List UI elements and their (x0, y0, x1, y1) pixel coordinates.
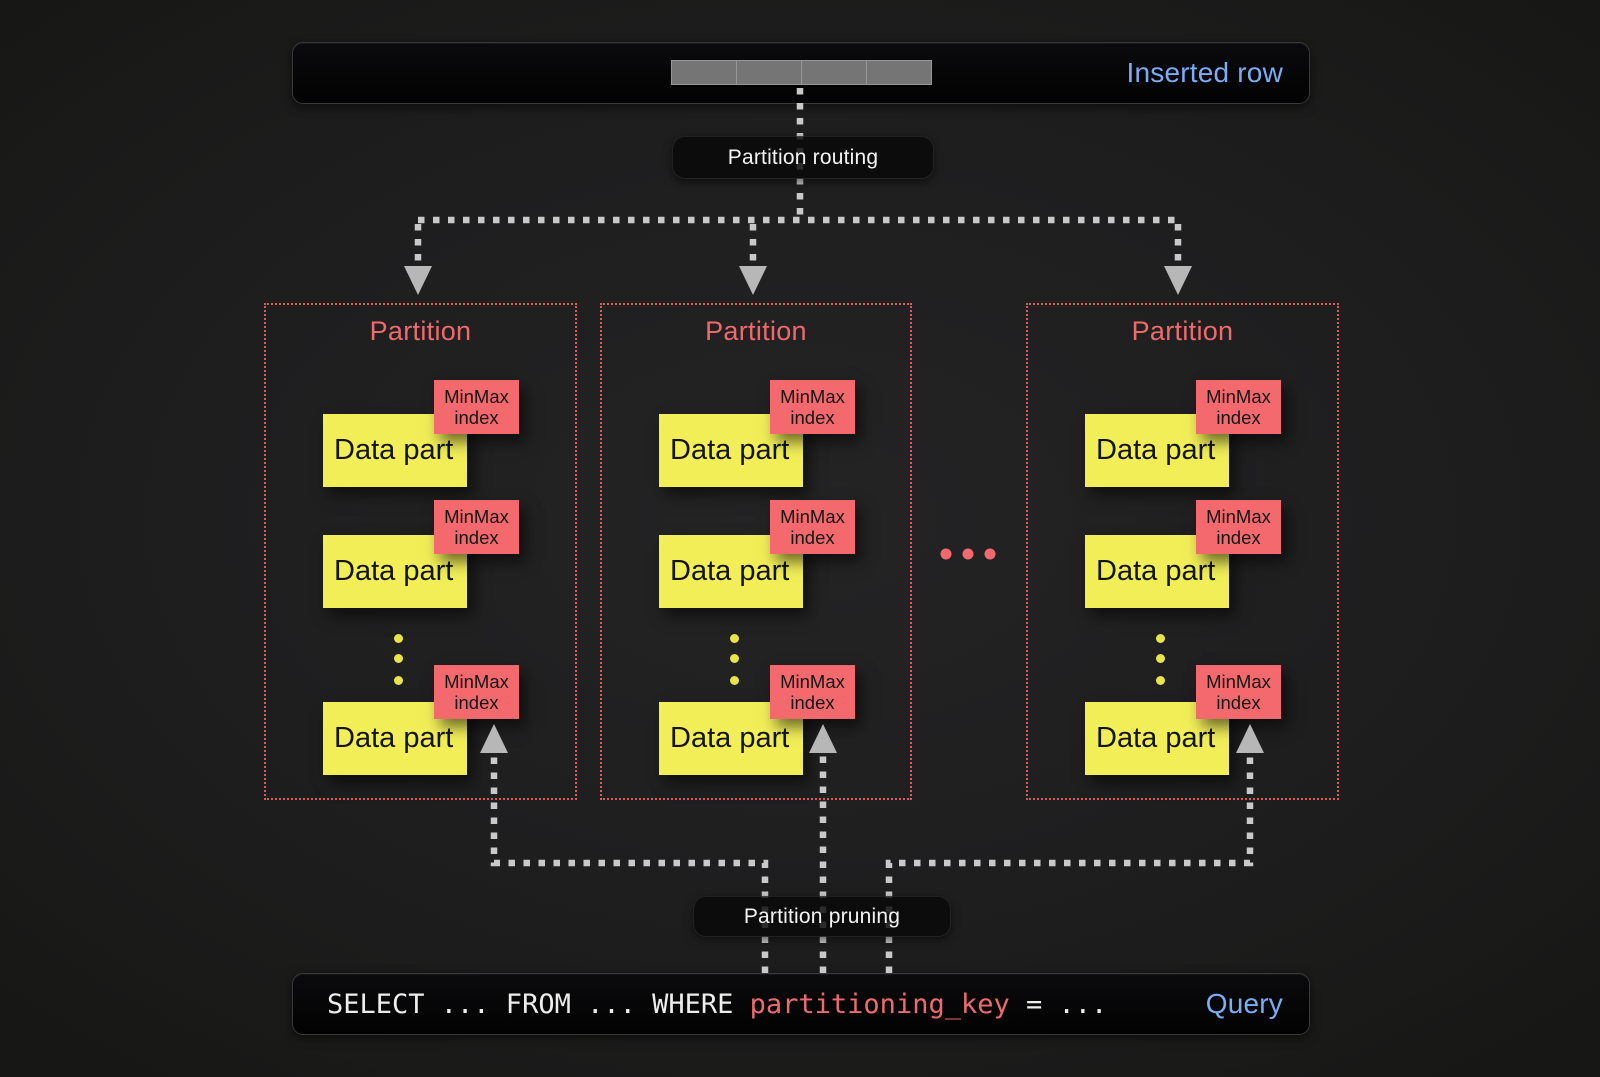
more-parts-dot (1156, 634, 1165, 643)
inserted-row-label: Inserted row (1126, 57, 1283, 88)
partition-box-2: Partition MinMax index Data part MinMax … (600, 303, 912, 800)
minmax-index-badge: MinMax index (770, 380, 855, 434)
minmax-index-badge: MinMax index (1196, 500, 1281, 554)
inserted-row-bar: Inserted row (292, 42, 1310, 104)
sql-prefix: SELECT ... FROM ... WHERE (327, 988, 750, 1020)
partition-pruning-label: Partition pruning (693, 896, 951, 937)
more-parts-dot (730, 634, 739, 643)
partition-routing-label: Partition routing (672, 136, 934, 179)
query-label: Query (1205, 988, 1283, 1019)
query-bar: SELECT ... FROM ... WHERE partitioning_k… (292, 973, 1310, 1035)
partition-box-3: Partition MinMax index Data part MinMax … (1026, 303, 1339, 800)
arrow-down-icon (404, 266, 432, 295)
partition-title: Partition (705, 316, 807, 346)
more-parts-dot (394, 634, 403, 643)
minmax-index-badge: MinMax index (434, 500, 519, 554)
row-cell (736, 60, 802, 85)
minmax-index-badge: MinMax index (770, 665, 855, 719)
sql-suffix: = ... (1009, 988, 1108, 1020)
minmax-index-badge: MinMax index (434, 380, 519, 434)
more-parts-dot (730, 676, 739, 685)
more-parts-dot (1156, 676, 1165, 685)
arrow-down-icon (1164, 266, 1192, 295)
arrow-down-icon (739, 266, 767, 295)
partition-title: Partition (369, 316, 472, 346)
minmax-index-badge: MinMax index (770, 500, 855, 554)
partition-title: Partition (1131, 316, 1234, 346)
minmax-index-badge: MinMax index (1196, 665, 1281, 719)
sql-partitioning-key: partitioning_key (749, 988, 1010, 1020)
minmax-index-badge: MinMax index (434, 665, 519, 719)
row-cell (866, 60, 932, 85)
minmax-index-badge: MinMax index (1196, 380, 1281, 434)
inserted-row-cells (671, 60, 932, 85)
more-parts-dot (1156, 654, 1165, 663)
sql-query-text: SELECT ... FROM ... WHERE partitioning_k… (327, 989, 1107, 1020)
row-cell (801, 60, 867, 85)
row-cell (671, 60, 737, 85)
more-parts-dot (730, 654, 739, 663)
data-part-box: Data part (659, 414, 803, 487)
more-parts-dot (394, 676, 403, 685)
partition-box-1: Partition MinMax index Data part MinMax … (264, 303, 577, 800)
more-parts-dot (394, 654, 403, 663)
more-partitions-ellipsis-icon (940, 548, 996, 560)
